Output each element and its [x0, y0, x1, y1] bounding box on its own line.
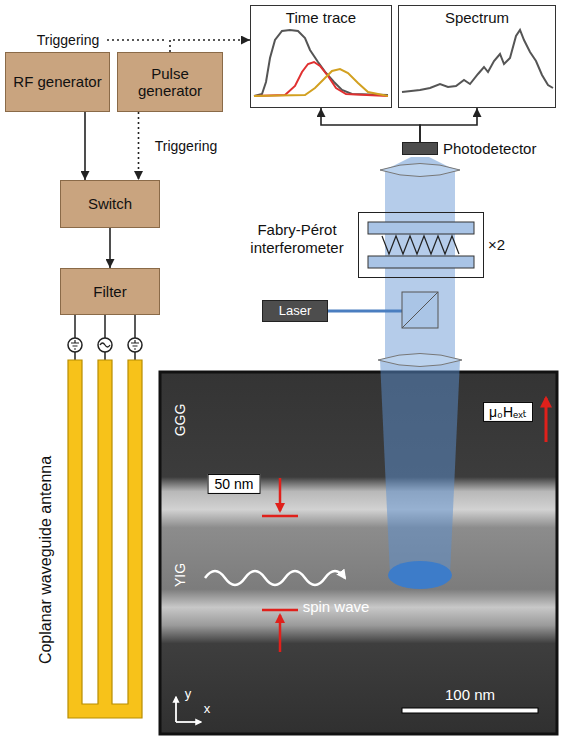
lens: [378, 354, 462, 367]
multiplier-label: ×2: [488, 236, 505, 253]
dimension-line: [262, 515, 298, 518]
ground-symbol: [68, 338, 82, 352]
edge-label: Triggering: [37, 32, 100, 48]
scale-bar: [402, 708, 538, 713]
instrument-box: Switch: [60, 180, 160, 228]
ground-symbol: [128, 338, 142, 352]
laser-beam: [380, 360, 460, 575]
spectrum-curve: [402, 30, 553, 92]
photodetector: Photodetector: [402, 142, 438, 155]
box-label: Spectrum: [442, 9, 512, 26]
instrument-box: Pulse generator: [117, 52, 223, 112]
time-trace-curve: [254, 69, 388, 96]
dimension-label: 50 nm: [208, 474, 261, 494]
laser-box: Laser: [262, 300, 328, 322]
beam-splitter: [402, 292, 438, 328]
component-label: Photodetector: [443, 140, 536, 157]
connector-arrow: [420, 108, 477, 142]
laser-spot: [388, 561, 452, 589]
wire: [74, 315, 76, 338]
instrument-box: RF generator: [5, 52, 110, 112]
field-label: μ₀Hₑₓₜ: [483, 402, 533, 422]
sem-image: [160, 372, 557, 734]
box-label: Filter: [90, 283, 129, 300]
mirror-plate: [368, 222, 474, 234]
spin-wave: [205, 571, 345, 585]
box-label: Switch: [85, 195, 135, 212]
wave-label: spin wave: [303, 598, 370, 615]
beam-splitter: [402, 292, 438, 328]
time-trace-curve: [254, 30, 388, 96]
source-symbol: [98, 338, 112, 352]
box-label: Laser: [276, 304, 315, 319]
mirror-plate: [368, 256, 474, 268]
connector-arrow: [138, 112, 140, 180]
box-label: Pulse generator: [118, 65, 222, 100]
scale-label: 100 nm: [445, 686, 495, 703]
edge-label: Triggering: [155, 138, 218, 154]
component-label: Fabry-Pérot interferometer: [241, 221, 353, 257]
coplanar-antenna: [68, 360, 142, 718]
antenna-label: Coplanar waveguide antenna: [37, 456, 55, 664]
plot-panel: Time trace: [250, 5, 392, 108]
dimension-arrow: [279, 615, 282, 652]
interferometer-box: Fabry-Pérot interferometer×2: [358, 212, 484, 278]
time-trace-curve: [254, 62, 388, 96]
axis-arrow: [176, 721, 201, 723]
wire: [134, 315, 136, 338]
field-arrow: [545, 398, 548, 442]
instrument-box: Filter: [60, 268, 160, 315]
piezo-spring: [382, 236, 459, 254]
axis-label: y: [185, 687, 192, 702]
ground-symbol: [71, 340, 79, 349]
layer-label: YIG: [172, 563, 188, 587]
connector-arrow: [321, 108, 420, 142]
connector-arrow: [109, 228, 111, 268]
layer-label: GGG: [172, 404, 188, 437]
dimension-arrow: [279, 478, 282, 511]
lens: [380, 164, 460, 177]
connector-arrow: [170, 40, 250, 52]
dimension-line: [262, 609, 298, 612]
connector-arrow: [84, 112, 86, 180]
source-symbol: [100, 343, 110, 347]
axis-arrow: [175, 697, 177, 722]
box-label: Time trace: [283, 9, 359, 26]
box-label: RF generator: [10, 73, 104, 90]
plot-panel: Spectrum: [398, 5, 556, 108]
ground-symbol: [131, 340, 139, 349]
axis-label: x: [204, 702, 211, 717]
laser-beam: [328, 310, 402, 313]
trigger-line: [107, 39, 166, 41]
wire: [104, 315, 106, 338]
